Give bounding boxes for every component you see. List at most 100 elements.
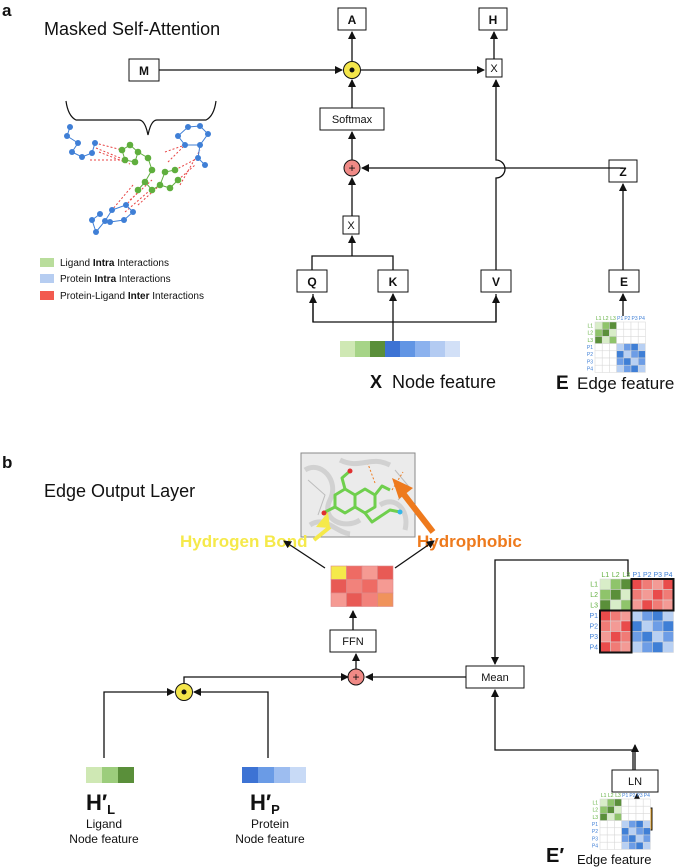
matrix-cell	[594, 364, 603, 373]
matrix-cell	[609, 328, 617, 337]
matrix-cell	[594, 328, 603, 337]
box-A-label: A	[348, 13, 357, 27]
output-cell	[346, 592, 363, 607]
graph-brace	[65, 100, 217, 136]
matrix-col-label: P1	[622, 793, 628, 799]
matrix-cell	[599, 620, 611, 632]
matrix-col-label: L1	[596, 316, 602, 322]
matrix-row-label: P2	[589, 624, 598, 631]
box-E	[608, 269, 640, 293]
matrix-cell	[610, 610, 622, 622]
legend-swatch-protein	[40, 274, 54, 283]
matrix-cell	[606, 805, 615, 814]
matrix-cell	[630, 328, 639, 337]
matrix-row-label: P3	[589, 634, 598, 641]
matrix-cell	[610, 589, 622, 601]
legend-label-ligand: Ligand Intra Interactions	[60, 258, 169, 269]
output-cell	[377, 565, 394, 580]
box-A	[337, 7, 367, 31]
hl-symbol: H′L	[86, 790, 115, 817]
box-Q-label: Q	[307, 275, 316, 289]
matrix-cell	[652, 631, 664, 643]
output-cell	[330, 579, 347, 594]
output-cell	[377, 592, 394, 607]
feature-cell	[430, 341, 445, 357]
matrix-col-label: P1	[632, 572, 641, 579]
matrix-cell	[628, 798, 637, 807]
matrix-cell	[609, 321, 617, 330]
add-node-b-label: +	[352, 670, 359, 684]
hl-line2: Node feature	[69, 832, 139, 846]
box-V-label: V	[492, 275, 500, 289]
matrix-cell	[637, 321, 646, 330]
matrix-cell	[642, 834, 651, 843]
matrix-cell	[652, 620, 664, 632]
matrix-cell	[623, 350, 632, 359]
matrix-cell	[601, 364, 610, 373]
matrix-cell	[631, 578, 643, 590]
matrix-cell	[630, 336, 639, 344]
matrix-cell	[662, 589, 674, 601]
output-cell	[377, 579, 394, 594]
matrix-cell	[599, 578, 611, 590]
matrix-cell	[641, 589, 653, 601]
matrix-cell	[599, 805, 608, 814]
matrix-row-label: P4	[587, 367, 593, 373]
matrix-cell	[642, 827, 651, 836]
matrix-row-label: P2	[592, 829, 598, 835]
matrix-cell	[628, 834, 637, 843]
matrix-cell	[623, 321, 632, 330]
feature-cell	[118, 767, 134, 783]
matrix-col-label: L3	[615, 793, 621, 799]
matrix-cell	[631, 620, 643, 632]
output-cell	[346, 579, 363, 594]
box-mean-label: Mean	[481, 672, 509, 684]
hydrophobic-arrow-line	[399, 490, 436, 534]
matrix-col-label: P3	[653, 572, 662, 579]
legend-label-inter: Protein-Ligand Inter Interactions	[60, 291, 204, 302]
matrix-cell	[641, 610, 653, 622]
add-node-label: +	[348, 161, 355, 175]
matrix-cell	[620, 620, 632, 632]
matrix-cell	[614, 841, 622, 850]
matrix-cell	[616, 357, 625, 366]
edge-prime-symbol: E′	[546, 845, 564, 867]
matrix-cell	[610, 620, 622, 632]
feature-cell	[102, 767, 118, 783]
matrix-cell	[620, 589, 632, 601]
matrix-cell	[635, 820, 644, 829]
matrix-cell	[599, 641, 611, 653]
matrix-cell	[599, 834, 608, 843]
matrix-cell	[606, 813, 615, 821]
matrix-cell	[601, 350, 610, 359]
matrix-cell	[601, 328, 610, 337]
matrix-col-label: P2	[624, 316, 630, 322]
panel-a-title: Masked Self-Attention	[44, 19, 220, 39]
hydrophobic-arrow-head	[392, 478, 413, 499]
output-interaction-matrix	[330, 565, 394, 607]
node-feature-bar	[340, 341, 460, 357]
matrix-cell	[616, 364, 625, 373]
edge-prime-label: Edge feature	[577, 852, 651, 867]
box-H	[478, 7, 508, 31]
matrix-cell	[616, 336, 625, 344]
matrix-cell	[635, 841, 644, 850]
matrix-cell	[606, 841, 615, 850]
feature-cell	[86, 767, 102, 783]
hbond-arrow-line	[312, 525, 332, 542]
matrix-cell	[599, 610, 611, 622]
matrix-col-label: L2	[612, 572, 620, 579]
box-Z	[608, 159, 638, 183]
matrix-col-label: L3	[610, 316, 616, 322]
matrix-cell	[616, 321, 625, 330]
box-E-label: E	[620, 275, 628, 289]
matrix-cell	[652, 641, 664, 653]
matrix-cell	[637, 364, 646, 373]
matrix-row-label: P1	[592, 822, 598, 828]
matrix-cell	[642, 820, 651, 829]
matrix-cell	[621, 813, 630, 821]
matrix-cell	[662, 620, 674, 632]
edge-feature-label: Edge feature	[577, 374, 674, 393]
hp-line2: Node feature	[235, 832, 305, 846]
matrix-cell	[630, 321, 639, 330]
